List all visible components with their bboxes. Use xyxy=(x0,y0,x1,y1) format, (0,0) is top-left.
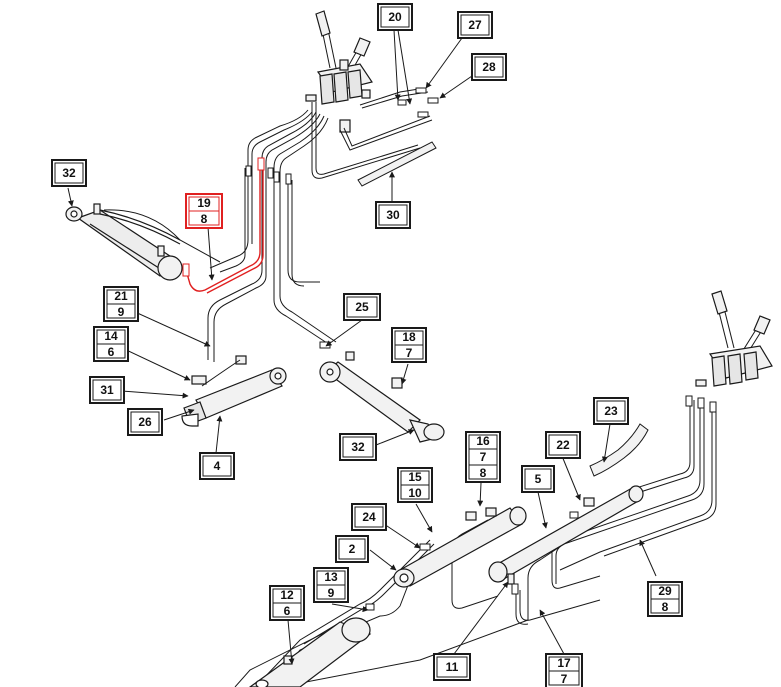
callout-c17-top-number: 17 xyxy=(557,656,571,670)
callout-c21: 219 xyxy=(103,286,139,322)
callout-c16-middle-number: 7 xyxy=(480,450,487,464)
callout-c13-top-number: 13 xyxy=(324,570,338,584)
callout-c32a-top-number: 32 xyxy=(62,166,76,180)
callout-c12-top-number: 12 xyxy=(280,588,294,602)
callout-c21-bottom-number: 9 xyxy=(118,305,125,319)
callout-c16-top-number: 16 xyxy=(476,434,490,448)
hose-19-highlighted xyxy=(185,160,261,292)
callout-c28: 28 xyxy=(471,53,507,81)
callout-c15-bottom-number: 10 xyxy=(408,486,422,500)
part-30-tube xyxy=(357,141,437,187)
fittings-upper xyxy=(245,87,439,349)
control-valve-lower xyxy=(695,290,773,387)
callout-c14: 146 xyxy=(93,326,129,362)
callout-c4: 4 xyxy=(199,452,235,480)
callout-c14-top-number: 14 xyxy=(104,329,118,343)
callout-c24: 24 xyxy=(351,503,387,531)
callout-c18-bottom-number: 7 xyxy=(406,346,413,360)
callout-c12: 126 xyxy=(269,585,305,621)
callout-c13-bottom-number: 9 xyxy=(328,586,335,600)
callout-c16-bottom-number: 8 xyxy=(480,466,487,480)
cylinder-32-upper xyxy=(65,203,221,281)
callout-c2-top-number: 2 xyxy=(349,542,356,556)
callout-c27: 27 xyxy=(457,11,493,39)
callout-c32b-top-number: 32 xyxy=(351,440,365,454)
callout-c19-bottom-number: 8 xyxy=(201,212,208,226)
callout-c23-top-number: 23 xyxy=(604,404,618,418)
callout-c29: 298 xyxy=(647,581,683,617)
cylinder-lower-left xyxy=(248,617,372,687)
callout-c27-top-number: 27 xyxy=(468,18,482,32)
callout-c25: 25 xyxy=(343,293,381,321)
callout-c5: 5 xyxy=(521,465,555,493)
callout-c20-top-number: 20 xyxy=(388,10,402,24)
cylinder-4 xyxy=(181,355,287,427)
callout-c26-top-number: 26 xyxy=(138,415,152,429)
callout-c17-bottom-number: 7 xyxy=(561,672,568,686)
leader-lines xyxy=(67,29,657,665)
callout-c29-bottom-number: 8 xyxy=(662,600,669,614)
callout-c11: 11 xyxy=(433,653,471,681)
cylinder-5 xyxy=(488,485,644,585)
callout-c31: 31 xyxy=(89,376,125,404)
callout-c19-top-number: 19 xyxy=(197,196,211,210)
callout-c5-top-number: 5 xyxy=(535,472,542,486)
callout-c26: 26 xyxy=(127,408,163,436)
callout-c24-top-number: 24 xyxy=(362,510,376,524)
callout-c14-bottom-number: 6 xyxy=(108,345,115,359)
callout-c25-top-number: 25 xyxy=(355,300,369,314)
callout-c18: 187 xyxy=(391,327,427,363)
callout-c32a: 32 xyxy=(51,159,87,187)
callout-c22-top-number: 22 xyxy=(556,438,570,452)
callout-c29-top-number: 29 xyxy=(658,584,672,598)
cylinder-2 xyxy=(393,506,527,588)
callout-c12-bottom-number: 6 xyxy=(284,604,291,618)
callout-c15-top-number: 15 xyxy=(408,470,422,484)
callout-c11-top-number: 11 xyxy=(446,660,459,674)
callout-c31-top-number: 31 xyxy=(100,383,114,397)
callout-c28-top-number: 28 xyxy=(482,60,496,74)
callout-c30: 30 xyxy=(375,201,411,229)
callout-c18-top-number: 18 xyxy=(402,330,416,344)
callout-c17: 177 xyxy=(545,653,583,687)
callout-c19: 198 xyxy=(185,193,223,229)
callout-c22: 22 xyxy=(545,431,581,459)
callout-c2: 2 xyxy=(335,535,369,563)
control-valve-upper xyxy=(305,10,373,133)
callout-c30-top-number: 30 xyxy=(386,208,400,222)
callout-c20: 20 xyxy=(377,3,413,31)
callout-c4-top-number: 4 xyxy=(214,459,221,473)
callout-c32b: 32 xyxy=(339,433,377,461)
part-23-hose xyxy=(589,423,649,477)
callout-c23: 23 xyxy=(593,397,629,425)
callout-c13: 139 xyxy=(313,567,349,603)
callout-c21-top-number: 21 xyxy=(114,289,128,303)
cylinder-32-middle xyxy=(319,351,445,443)
